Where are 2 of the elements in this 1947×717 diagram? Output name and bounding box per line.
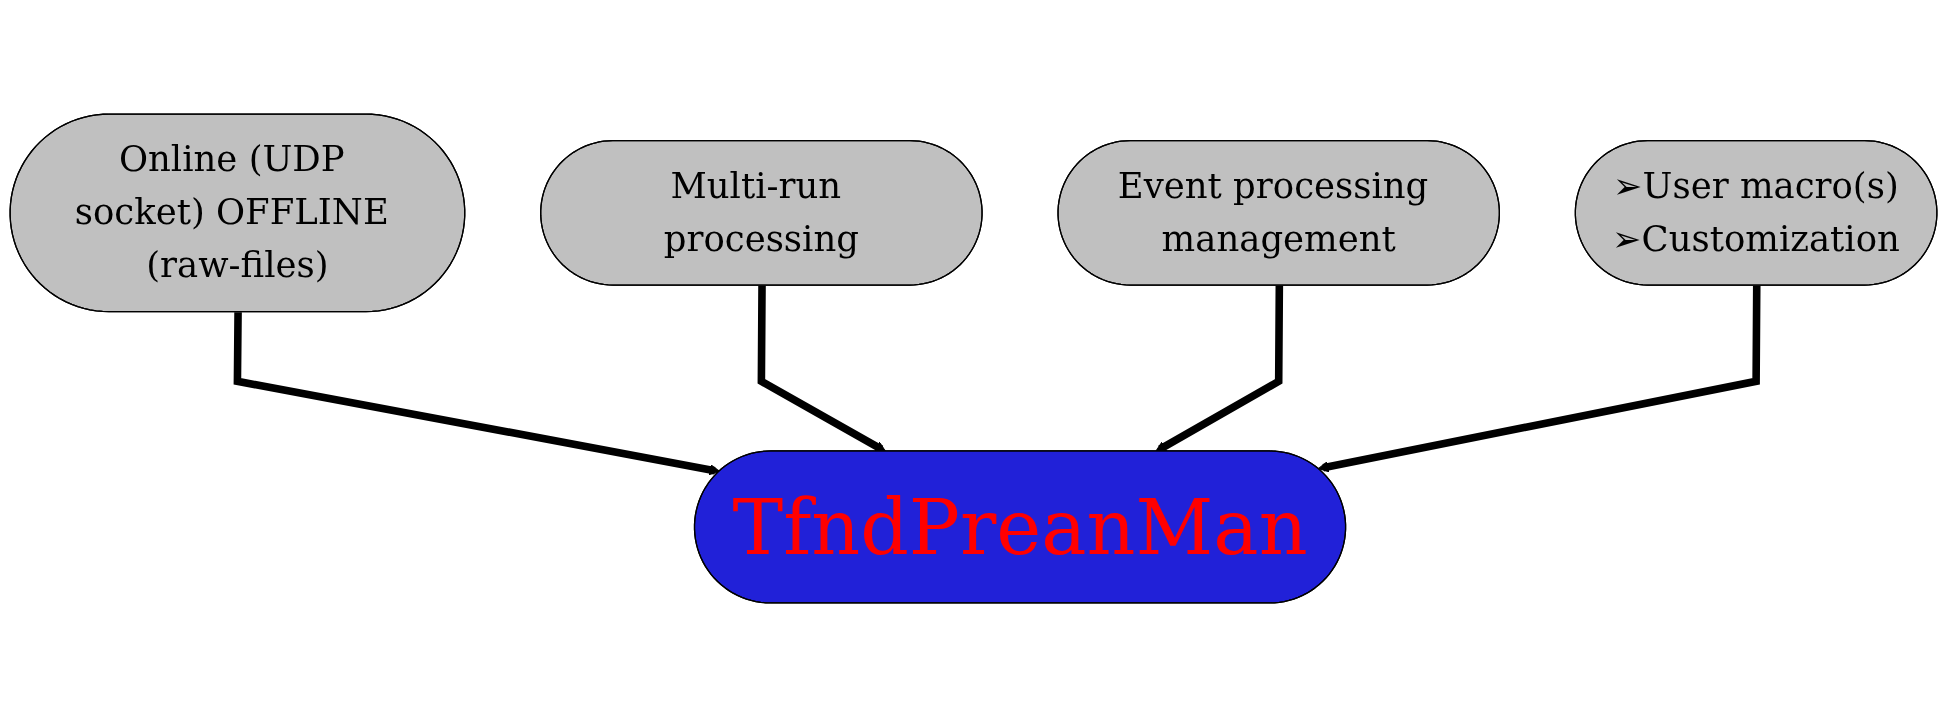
arrow bbox=[233, 312, 721, 476]
arrow bbox=[1317, 285, 1761, 473]
